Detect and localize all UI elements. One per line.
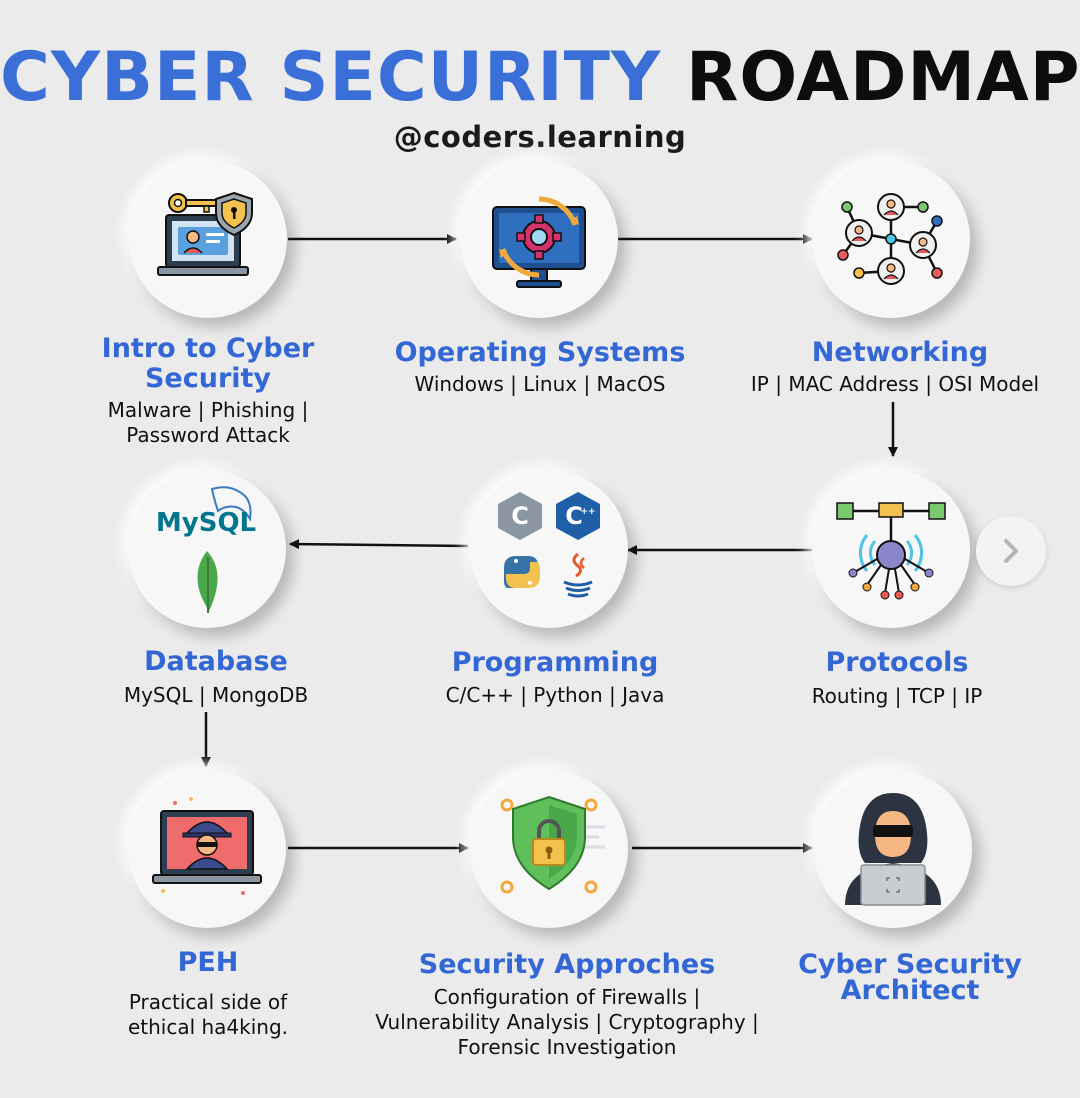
step-sub-os: Windows | Linux | MacOS: [414, 372, 666, 396]
laptop-key-shield-icon: [157, 191, 253, 276]
svg-text:++: ++: [580, 507, 595, 517]
step-sub-protocols: Routing | TCP | IP: [811, 684, 983, 708]
node-security-approaches: [470, 770, 628, 928]
step-label-architect-line: Cyber Security Architect: [798, 949, 1022, 1006]
step-label-programming: Programming: [451, 647, 659, 678]
node-protocols: [812, 470, 970, 628]
step-sub-security-approaches-line: Configuration of Firewalls | Vulnerabili…: [375, 985, 759, 1059]
step-label-peh: PEH: [177, 947, 239, 978]
step-sub-security-approaches: Configuration of Firewalls | Vulnerabili…: [357, 985, 777, 1060]
page-title: CYBER SECURITY ROADMAP: [0, 38, 1080, 118]
database-logos-icon: MySQL: [156, 486, 256, 613]
node-programming: C C ++: [470, 470, 628, 628]
step-label-security-approaches: Security Approches: [418, 949, 716, 980]
title-part-2: ROADMAP: [685, 38, 1080, 117]
step-sub-intro: Malware | Phishing | Password Attack: [58, 398, 358, 448]
programming-languages-icon: C C ++: [498, 492, 600, 598]
node-peh: [128, 770, 286, 928]
shield-lock-icon: [500, 795, 605, 894]
monitor-gear-icon: [492, 196, 586, 288]
node-cyber-security-architect: [814, 770, 972, 928]
mysql-logo-text: MySQL: [156, 508, 256, 538]
chevron-right-icon: [1004, 539, 1018, 563]
hacker-laptop-icon: [152, 797, 262, 895]
step-sub-peh: Practical side of ethical ha4king.: [58, 990, 358, 1040]
network-people-icon: [837, 193, 943, 285]
step-label-intro: Intro to Cyber Security: [58, 334, 358, 394]
node-intro-cyber-security: [129, 160, 287, 318]
step-sub-intro-line: Malware | Phishing | Password Attack: [107, 398, 309, 447]
svg-text:C: C: [565, 502, 583, 530]
author-handle: @coders.learning: [393, 120, 687, 154]
step-label-networking: Networking: [811, 337, 989, 368]
node-operating-systems: [460, 160, 618, 318]
protocol-hub-icon: [836, 502, 946, 600]
hooded-hacker-icon: [845, 793, 941, 906]
arrow-programming-to-database: [289, 539, 469, 550]
title-part-1: CYBER SECURITY: [0, 38, 662, 117]
step-label-intro-line: Intro to Cyber Security: [101, 333, 315, 394]
step-sub-networking: IP | MAC Address | OSI Model: [750, 372, 1040, 396]
step-sub-peh-line: Practical side of ethical ha4king.: [127, 990, 289, 1039]
node-networking: [812, 160, 970, 318]
next-slide-button[interactable]: [976, 516, 1046, 586]
step-label-architect: Cyber Security Architect: [760, 949, 1060, 1006]
step-sub-database: MySQL | MongoDB: [123, 683, 309, 707]
node-database: MySQL: [128, 470, 286, 628]
step-label-protocols: Protocols: [825, 647, 969, 678]
svg-text:C: C: [511, 502, 529, 530]
step-label-database: Database: [144, 646, 288, 677]
step-label-os: Operating Systems: [394, 337, 686, 368]
step-sub-programming: C/C++ | Python | Java: [445, 683, 665, 707]
